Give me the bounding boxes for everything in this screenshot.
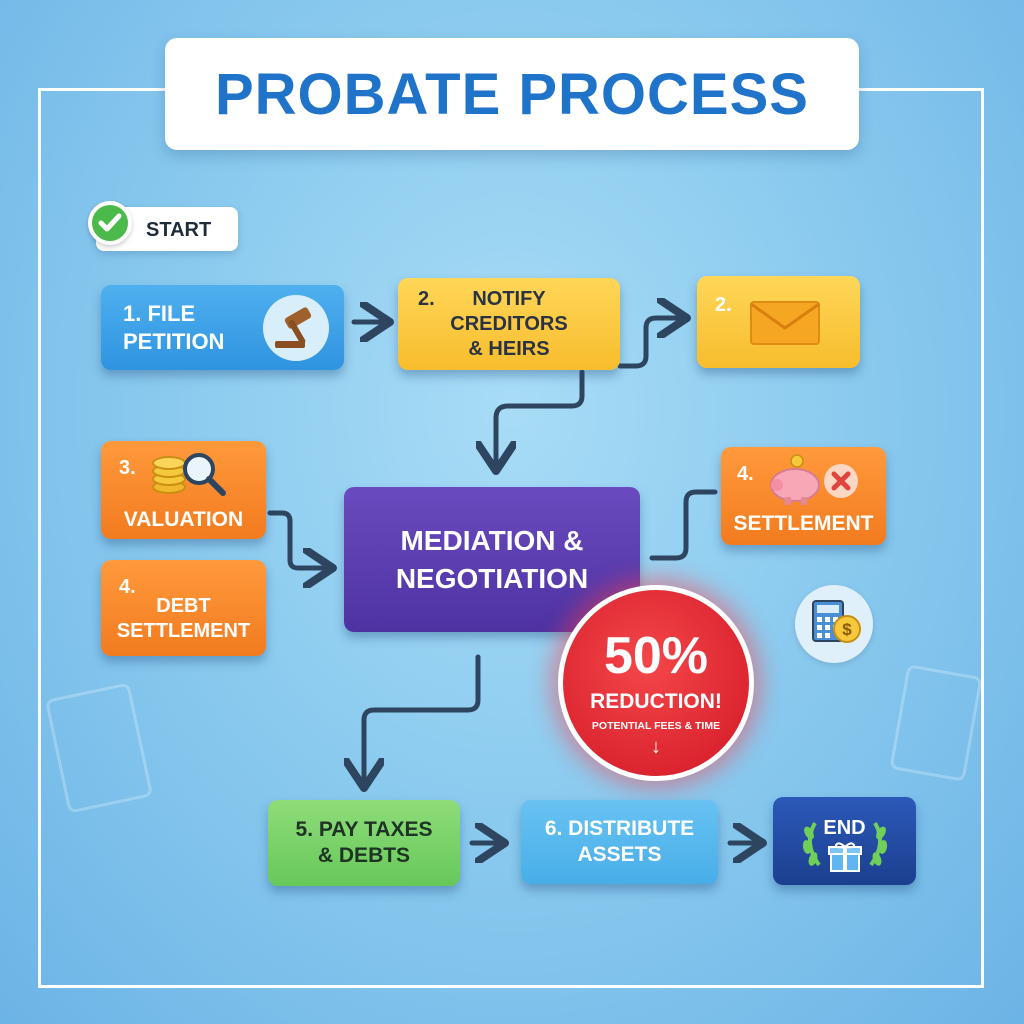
step-file-petition[interactable]: 1. FILE PETITION — [101, 285, 344, 370]
arrow-notify-to-mediation — [496, 369, 585, 466]
piggy-bank-icon — [765, 451, 865, 507]
step-valuation-label: VALUATION — [123, 508, 244, 531]
step-debt-number: 4. — [119, 576, 136, 598]
step-distribute-label: 6. DISTRIBUTE ASSETS — [544, 816, 695, 866]
step-settlement-label: SETTLEMENT — [733, 512, 874, 535]
page-title: PROBATE PROCESS — [214, 61, 809, 127]
coins-magnifier-icon — [147, 449, 231, 497]
step-distribute-assets[interactable]: 6. DISTRIBUTE ASSETS — [521, 800, 718, 884]
step-settlement[interactable]: 4. SETTLEMENT — [721, 447, 886, 545]
badge-subtext: POTENTIAL FEES & TIME — [591, 720, 721, 732]
step-file-petition-label: 1. FILE PETITION — [123, 301, 225, 354]
reduction-badge: 50% REDUCTION! POTENTIAL FEES & TIME ↓ — [558, 585, 754, 781]
step-mediation-negotiation[interactable]: MEDIATION & NEGOTIATION — [344, 487, 640, 632]
start-label: START — [146, 219, 212, 241]
arrow-mediation-to-settlement — [649, 489, 718, 561]
end-label: END — [823, 817, 866, 839]
down-arrow-icon: ↓ — [651, 736, 661, 758]
envelope-icon — [749, 300, 821, 346]
laurel-icon — [797, 813, 893, 873]
step-end[interactable]: END — [773, 797, 916, 885]
badge-percent: 50% — [603, 627, 709, 685]
badge-headline: REDUCTION! — [590, 690, 722, 713]
step-settlement-number: 4. — [737, 463, 754, 485]
start-marker: START — [88, 201, 238, 251]
step-pay-taxes[interactable]: 5. PAY TAXES & DEBTS — [268, 800, 460, 886]
gift-icon — [827, 841, 863, 873]
step-notify-number: 2. — [418, 288, 435, 310]
step-notify-mail[interactable]: 2. — [697, 276, 860, 368]
title-banner: PROBATE PROCESS — [165, 38, 859, 150]
checkmark-icon — [88, 201, 132, 245]
step-notify-label: NOTIFY CREDITORS & HEIRS — [450, 287, 568, 360]
step-mediation-label: MEDIATION & NEGOTIATION — [395, 524, 589, 594]
step-debt-label: DEBT SETTLEMENT — [116, 595, 251, 642]
gavel-icon — [263, 295, 329, 361]
svg-text:$: $ — [842, 620, 852, 639]
arrow-mediation-to-pay-taxes — [364, 654, 481, 783]
step-pay-taxes-label: 5. PAY TAXES & DEBTS — [295, 817, 433, 867]
step-valuation-number: 3. — [119, 457, 136, 479]
calculator-dollar-icon: $ — [795, 585, 873, 663]
arrow-valuation-to-mediation — [267, 510, 328, 568]
step-mail-number: 2. — [715, 294, 732, 316]
step-notify-creditors[interactable]: 2. NOTIFY CREDITORS & HEIRS — [398, 278, 620, 370]
arrow-notify-to-mail — [617, 318, 682, 369]
step-valuation[interactable]: 3. VALUATION — [101, 441, 266, 539]
step-debt-settlement[interactable]: 4. DEBT SETTLEMENT — [101, 560, 266, 656]
